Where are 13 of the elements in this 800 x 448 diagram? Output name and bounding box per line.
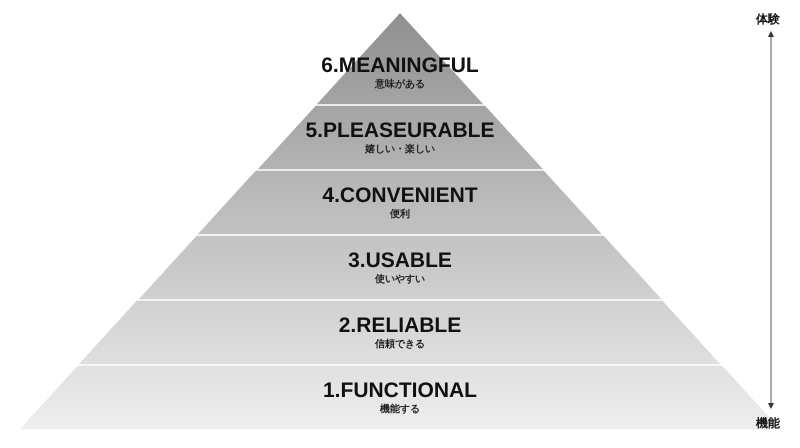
scale-label: 機能 [756, 415, 780, 432]
tier-subtitle: 便利 [390, 208, 410, 222]
tier-subtitle: 機能する [380, 402, 420, 416]
tier-title: 5.PLEASEURABLE [305, 118, 494, 142]
tier-subtitle: 信頼できる [374, 338, 425, 352]
tier-title: 3.USABLE [348, 248, 452, 272]
tier-title: 4.CONVENIENT [322, 184, 478, 208]
scale-label: 体験 [756, 11, 780, 28]
tier-title: 1.FUNCTIONAL [323, 378, 477, 402]
tier-title: 2.RELIABLE [338, 314, 462, 338]
tier-subtitle: 意味がある [375, 78, 425, 92]
tier-subtitle: 使いやすい [374, 272, 425, 286]
tier-subtitle: 嬉しい・楽しい [364, 142, 435, 156]
